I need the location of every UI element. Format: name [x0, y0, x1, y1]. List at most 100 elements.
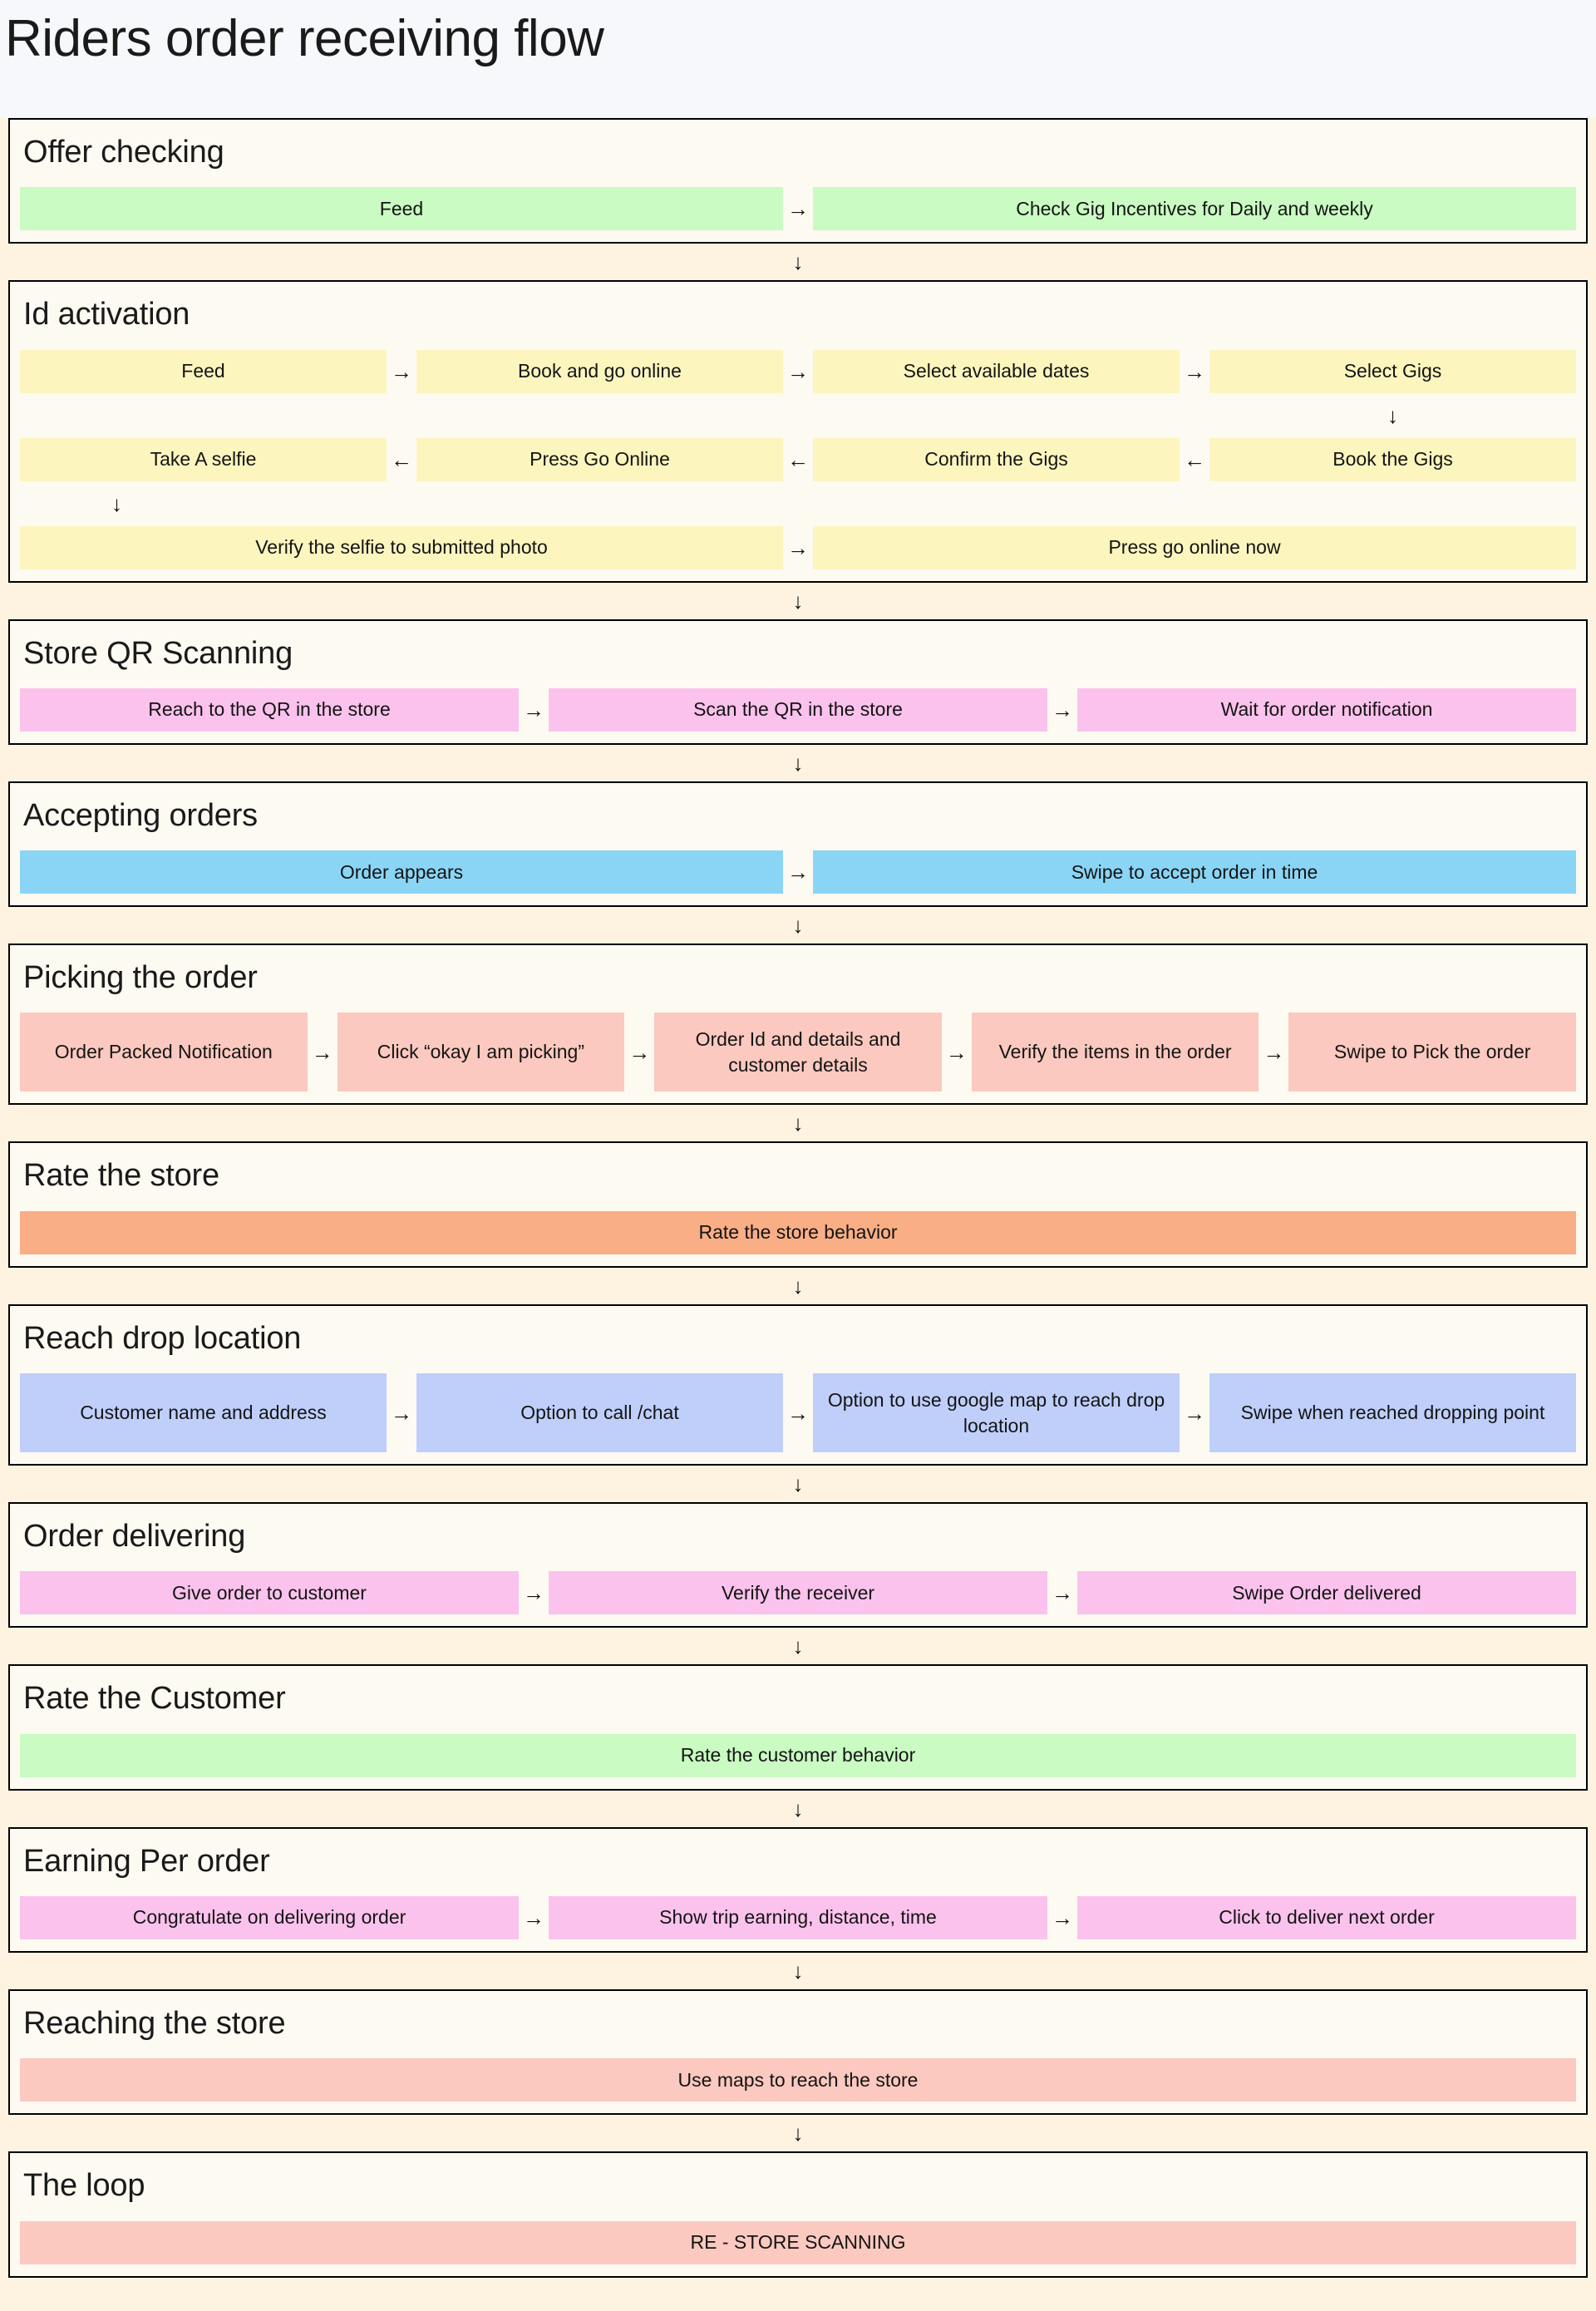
node-row: Use maps to reach the store [20, 2058, 1576, 2102]
flow-node[interactable]: Verify the receiver [549, 1571, 1047, 1615]
flow-node[interactable]: Rate the store behavior [20, 1210, 1576, 1254]
node-row: Give order to customer → Verify the rece… [20, 1571, 1576, 1615]
node-row: Rate the customer behavior [20, 1733, 1576, 1777]
connector-arrow-down-icon: ↓ [8, 744, 1588, 781]
section-offer-checking: Offer checking Feed → Check Gig Incentiv… [8, 118, 1588, 244]
connector-arrow-down-icon: ↓ [8, 1466, 1588, 1503]
node-row: Customer name and address → Option to ca… [20, 1373, 1576, 1453]
section-id-activation: Id activation Feed → Book and go online … [8, 280, 1588, 583]
arrow-right-icon: → [311, 1039, 333, 1065]
arrow-right-icon: → [945, 1039, 968, 1065]
vertical-connector-row: ↓ [20, 481, 1576, 526]
flow-node[interactable]: Press go online now [813, 525, 1576, 569]
flow-node[interactable]: Customer name and address [20, 1373, 387, 1453]
connector-arrow-down-icon: ↓ [8, 582, 1588, 619]
flow-node[interactable]: Book and go online [416, 349, 783, 393]
arrow-right-icon: → [787, 860, 809, 885]
arrow-right-icon: → [787, 358, 809, 384]
arrow-down-icon: ↓ [1387, 402, 1398, 428]
section-store-qr-scanning: Store QR Scanning Reach to the QR in the… [8, 618, 1588, 745]
arrow-down-icon: ↓ [111, 490, 122, 516]
spacer [783, 393, 813, 438]
section-rate-the-store: Rate the store Rate the store behavior [8, 1141, 1588, 1268]
node-row: Order Packed Notification → Click “okay … [20, 1013, 1576, 1092]
flow-node[interactable]: Order Packed Notification [20, 1013, 308, 1092]
arrow-left-icon: ← [391, 446, 412, 472]
arrow-right-icon: → [1052, 1580, 1073, 1606]
node-row: Order appears → Swipe to accept order in… [20, 850, 1576, 894]
flow-node[interactable]: Scan the QR in the store [549, 687, 1047, 732]
section-reach-drop-location: Reach drop location Customer name and ad… [8, 1303, 1588, 1466]
flow-node[interactable]: Show trip earning, distance, time [549, 1895, 1047, 1939]
flow-node[interactable]: Swipe when reached dropping point [1209, 1373, 1576, 1453]
section-title: Store QR Scanning [23, 635, 293, 671]
section-title: Id activation [23, 297, 190, 333]
spacer [456, 481, 485, 526]
arrow-right-icon: → [1052, 697, 1073, 722]
page-title: Riders order receiving flow [5, 10, 604, 67]
flow-node[interactable]: Order Id and details and customer detail… [654, 1013, 942, 1092]
spacer [1203, 481, 1233, 526]
flow-node[interactable]: Option to use google map to reach drop l… [813, 1373, 1180, 1453]
flow-node[interactable]: Select available dates [813, 349, 1180, 393]
flow-node[interactable]: Swipe to accept order in time [813, 850, 1576, 894]
flow-node[interactable]: Check Gig Incentives for Daily and weekl… [813, 187, 1576, 231]
flow-node[interactable]: Congratulate on delivering order [20, 1895, 519, 1939]
connector-arrow-down-icon: ↓ [8, 1952, 1588, 1989]
section-title: The loop [23, 2168, 145, 2204]
flow-node[interactable]: Verify the items in the order [971, 1013, 1259, 1092]
node-row: Take A selfie ← Press Go Online ← Confir… [20, 437, 1576, 481]
flow-node[interactable]: Order appears [20, 850, 783, 894]
section-order-delivering: Order delivering Give order to customer … [8, 1502, 1588, 1629]
flow-node[interactable]: Rate the customer behavior [20, 1733, 1576, 1777]
flow-node[interactable]: Confirm the Gigs [813, 437, 1180, 481]
flow-node[interactable]: RE - STORE SCANNING [20, 2220, 1576, 2264]
spacer [485, 481, 830, 526]
flow-node[interactable]: Take A selfie [20, 437, 387, 481]
flow-node[interactable]: Feed [20, 187, 783, 231]
node-row: Verify the selfie to submitted photo → P… [20, 525, 1576, 569]
arrow-right-icon: → [391, 1400, 412, 1426]
spacer [1233, 481, 1577, 526]
section-title: Rate the Customer [23, 1681, 286, 1717]
flow-node[interactable]: Reach to the QR in the store [20, 687, 519, 732]
arrow-right-icon: → [1263, 1039, 1285, 1065]
arrow-right-icon: → [1052, 1904, 1073, 1930]
flow-node[interactable]: Option to call /chat [416, 1373, 783, 1453]
arrow-right-icon: → [523, 1904, 544, 1930]
section-title: Earning Per order [23, 1843, 270, 1879]
flow-node[interactable]: Click to deliver next order [1077, 1895, 1576, 1939]
flow-node[interactable]: Click “okay I am picking” [337, 1013, 625, 1092]
section-picking-the-order: Picking the order Order Packed Notificat… [8, 944, 1588, 1106]
arrow-right-icon: → [391, 358, 412, 384]
flow-node[interactable]: Give order to customer [20, 1571, 519, 1615]
flow-node[interactable]: Wait for order notification [1077, 687, 1576, 732]
flow-node[interactable]: Press Go Online [416, 437, 783, 481]
connector-arrow-down-icon: ↓ [8, 1105, 1588, 1142]
flow-node[interactable]: Book the Gigs [1209, 437, 1576, 481]
section-title: Order delivering [23, 1519, 246, 1555]
spacer [829, 481, 859, 526]
spacer [20, 393, 387, 438]
arrow-right-icon: → [523, 1580, 544, 1606]
section-accepting-orders: Accepting orders Order appears → Swipe t… [8, 781, 1588, 908]
section-earning-per-order: Earning Per order Congratulate on delive… [8, 1826, 1588, 1953]
arrow-right-icon: → [787, 535, 809, 560]
section-title: Reaching the store [23, 2005, 286, 2041]
section-reaching-the-store: Reaching the store Use maps to reach the… [8, 1988, 1588, 2116]
flow-node[interactable]: Use maps to reach the store [20, 2058, 1576, 2102]
flow-node[interactable]: Feed [20, 349, 387, 393]
flow-node[interactable]: Verify the selfie to submitted photo [20, 525, 783, 569]
flow-node[interactable]: Select Gigs [1209, 349, 1576, 393]
node-row: RE - STORE SCANNING [20, 2220, 1576, 2264]
node-row: Feed → Book and go online → Select avail… [20, 349, 1576, 393]
arrow-left-icon: ← [787, 446, 809, 472]
flow-node[interactable]: Swipe to Pick the order [1288, 1013, 1576, 1092]
flow-node[interactable]: Swipe Order delivered [1077, 1571, 1576, 1615]
section-title: Picking the order [23, 960, 258, 996]
flowchart-container: Offer checking Feed → Check Gig Incentiv… [0, 118, 1596, 2303]
spacer [813, 393, 1180, 438]
arrow-right-icon: → [787, 1400, 809, 1426]
spacer [1180, 393, 1209, 438]
connector-arrow-down-icon: ↓ [8, 907, 1588, 944]
